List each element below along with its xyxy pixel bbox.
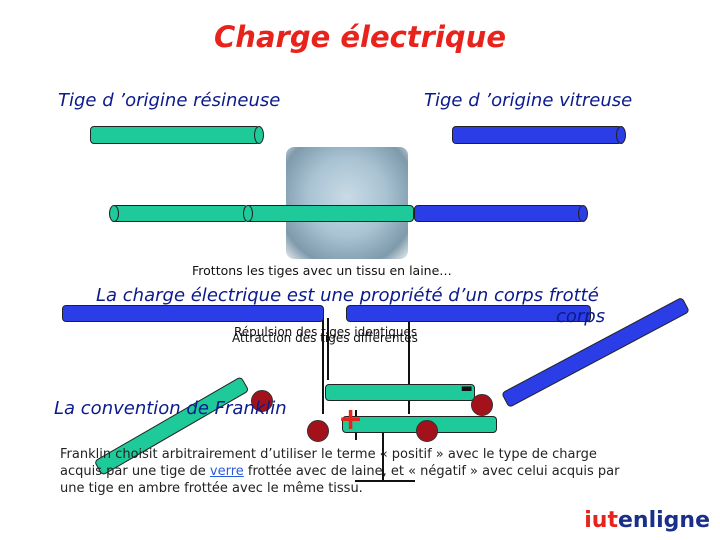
rod-cap [109,205,119,222]
vitreous-rod-suspended-right[interactable] [346,305,591,322]
resinous-rod-label: Tige d ’origine résineuse [58,90,281,111]
charge-statement: La charge électrique est une propriété d… [96,285,599,306]
rubbing-caption: Frottons les tiges avec un tissu en lain… [192,263,452,278]
franklin-paragraph: Franklin choisit arbitrairement d’utilis… [60,446,620,497]
paragraph-text-part1: Franklin choisit arbitrairement d’utilis… [60,447,597,479]
suspension-string [322,318,324,414]
vitreous-rod-top[interactable] [452,126,626,144]
rod-cap [243,205,253,222]
resinous-rod-middle-left[interactable] [109,205,248,222]
stand-post [382,430,384,482]
resinous-rod-top[interactable] [90,126,264,144]
charged-ball [416,420,438,442]
attraction-label: Attraction des tiges différentes [232,331,418,345]
rod-cap [578,205,588,222]
charged-ball [251,390,273,412]
wool-yarn-ball-image [286,147,408,259]
verre-link[interactable]: verre [209,464,244,479]
suspension-string [327,318,329,380]
charge-statement-tail: corps [556,306,606,327]
page-title: Charge électrique [214,20,506,54]
vitreous-rod-middle[interactable] [414,205,588,222]
rod-cap [254,126,264,144]
charged-ball [471,394,493,416]
plus-sign: + [338,402,364,437]
minus-sign: - [460,368,474,406]
paragraph-text-part2: frottée avec de laine, et « négatif » av… [60,464,620,496]
vitreous-rod-label: Tige d ’origine vitreuse [424,90,633,111]
resinous-rod-suspended[interactable] [325,384,475,401]
logo-part-enligne: enligne [618,508,710,533]
franklin-heading: La convention de Franklin [54,398,287,419]
rod-cap [616,126,626,144]
stand-base [355,480,415,482]
resinous-rod-middle-right[interactable] [243,205,414,222]
charged-ball [307,420,329,442]
suspension-string [408,318,410,414]
iutenligne-logo: iutenligne [584,508,710,533]
logo-part-iut: iut [584,508,618,533]
vitreous-rod-suspended-left[interactable] [62,305,324,322]
repulsion-label: Répulsion des tiges identiques [234,325,418,339]
